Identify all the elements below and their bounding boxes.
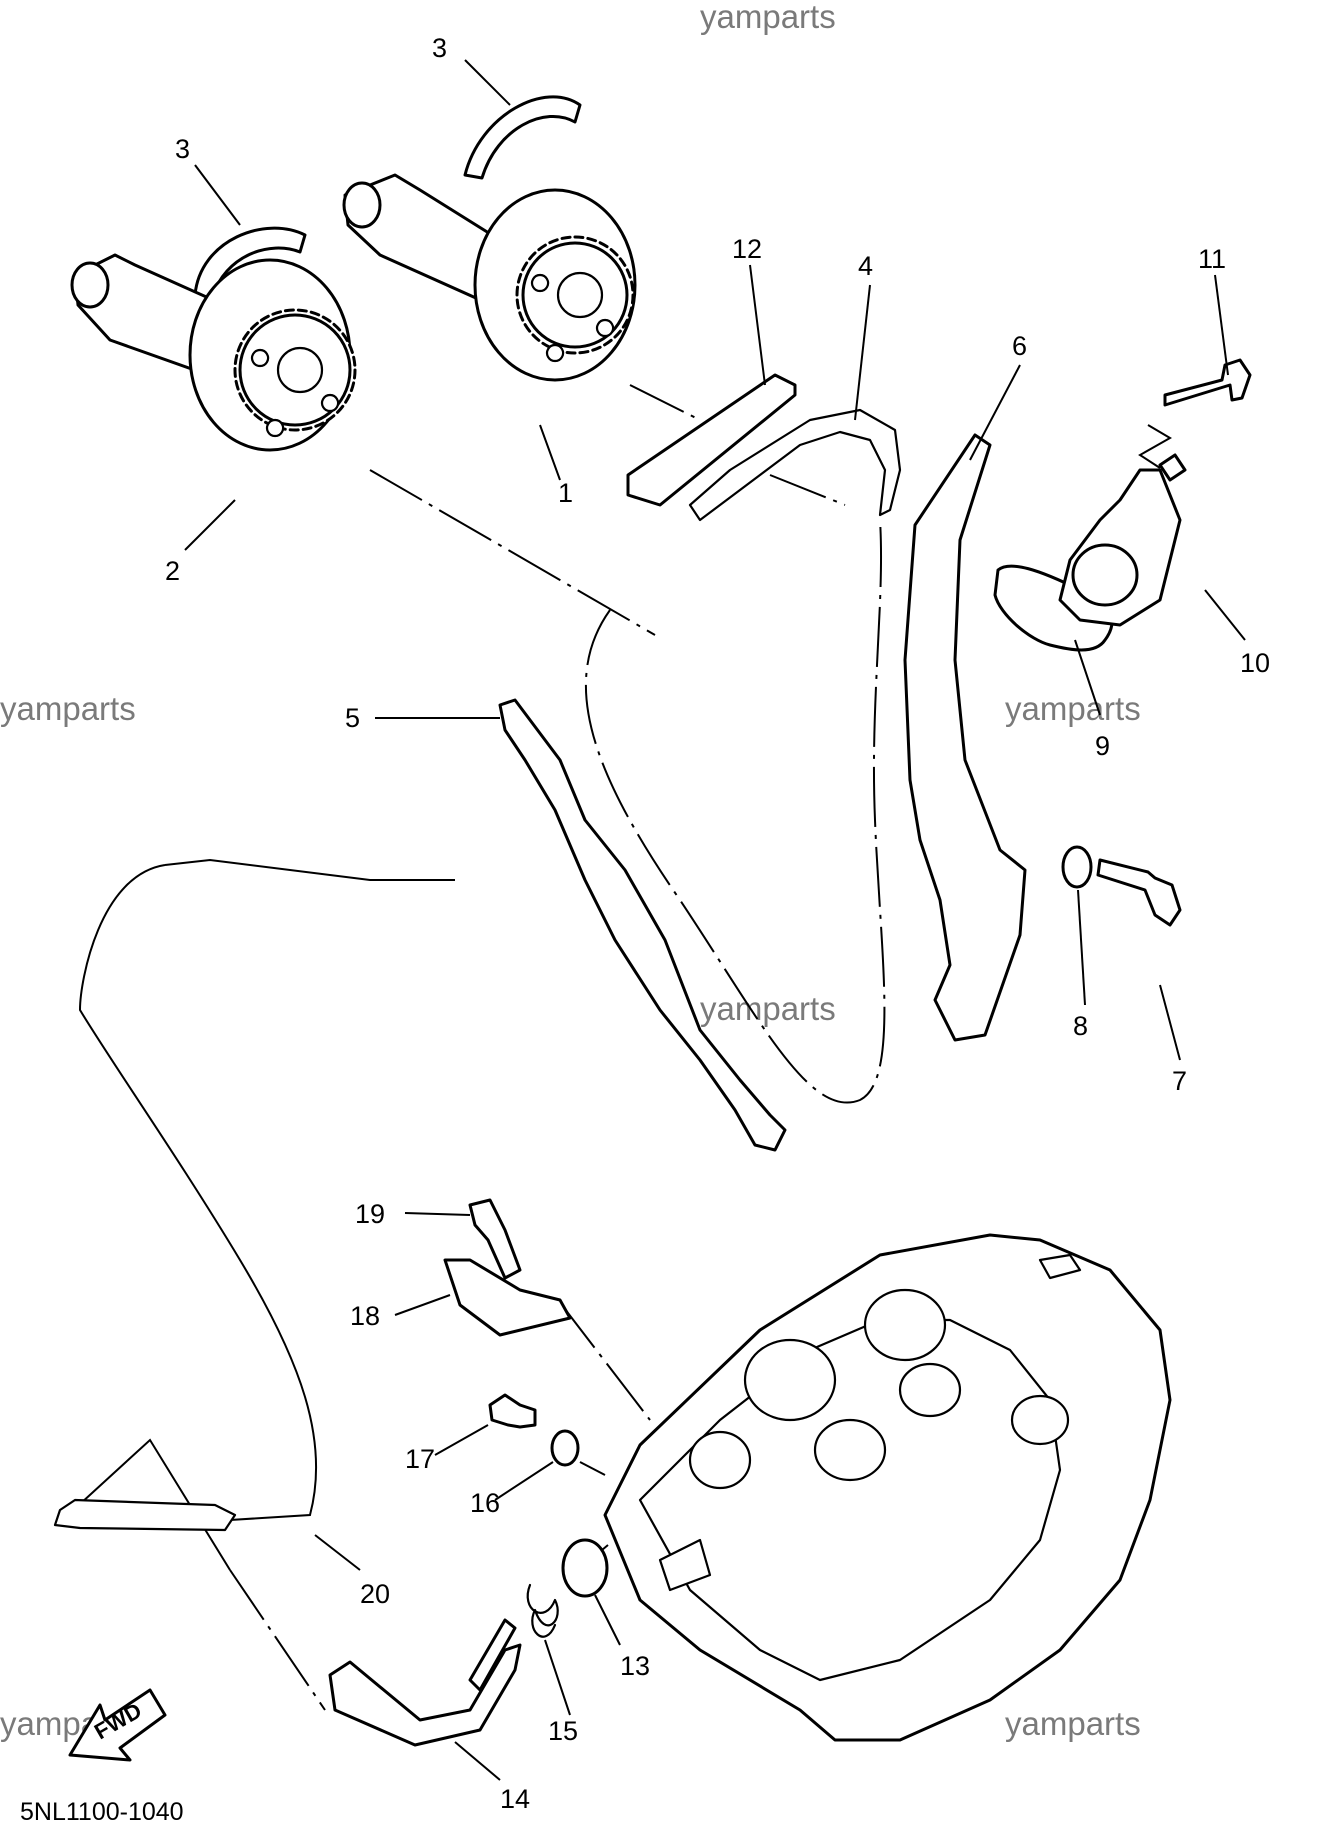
leader-line-6 bbox=[969, 364, 1021, 461]
circlip-part-3-right bbox=[463, 95, 582, 180]
cylinder-head bbox=[603, 1233, 1172, 1742]
callout-3-right: 3 bbox=[432, 33, 447, 63]
callout-20: 20 bbox=[360, 1579, 390, 1609]
leader-line-3b bbox=[194, 164, 241, 226]
cable-end-fitting bbox=[53, 1498, 237, 1532]
leader-line-10 bbox=[1204, 589, 1246, 641]
callout-3-left: 3 bbox=[175, 134, 190, 164]
leader-line-2 bbox=[184, 499, 236, 551]
guide-line-intake-cam bbox=[629, 384, 701, 421]
tensioner-guide-part-6 bbox=[903, 433, 1027, 1042]
camshaft-part-2 bbox=[70, 253, 357, 452]
timing-chain-part-4 bbox=[688, 408, 902, 522]
leader-line-15 bbox=[544, 1639, 571, 1716]
callout-5: 5 bbox=[345, 703, 360, 733]
guide-line-washer bbox=[579, 1461, 606, 1476]
cam-chain-tensioner-part-10 bbox=[1058, 453, 1187, 627]
leader-line-11 bbox=[1214, 274, 1229, 376]
guide-line-exhaust-cam bbox=[369, 469, 656, 636]
decompression-cable-part-20 bbox=[78, 864, 318, 1521]
diagram-code: 5NL1100-1040 bbox=[20, 1798, 184, 1826]
callout-10: 10 bbox=[1240, 648, 1270, 678]
callout-19: 19 bbox=[355, 1199, 385, 1229]
callout-18: 18 bbox=[350, 1301, 380, 1331]
leader-line-3a bbox=[464, 59, 511, 106]
chain-guide-part-12 bbox=[626, 373, 797, 507]
callout-15: 15 bbox=[548, 1716, 578, 1746]
leader-line-13 bbox=[594, 1594, 621, 1646]
decompression-cable-part-20-upper bbox=[164, 858, 455, 881]
callout-13: 13 bbox=[620, 1651, 650, 1681]
callout-6: 6 bbox=[1012, 331, 1027, 361]
spring-part-15 bbox=[526, 1583, 559, 1638]
cable-bracket-part-18 bbox=[443, 1258, 572, 1337]
callout-1: 1 bbox=[558, 478, 573, 508]
leader-line-7 bbox=[1159, 984, 1181, 1061]
leader-line-8 bbox=[1077, 889, 1086, 1006]
leader-line-14 bbox=[454, 1741, 501, 1781]
callout-17: 17 bbox=[405, 1444, 435, 1474]
bolt-part-7 bbox=[1096, 858, 1182, 927]
guide-line-bolt-11 bbox=[1138, 424, 1172, 469]
leader-line-19 bbox=[404, 1212, 471, 1216]
callout-16: 16 bbox=[470, 1488, 500, 1518]
leader-line-9 bbox=[1074, 639, 1101, 716]
leader-line-18 bbox=[394, 1294, 451, 1316]
leader-line-1 bbox=[539, 424, 561, 481]
watermark-top: yamparts bbox=[700, 0, 836, 35]
bolt-part-17 bbox=[488, 1393, 537, 1429]
callout-7: 7 bbox=[1172, 1066, 1187, 1096]
callout-2: 2 bbox=[165, 556, 180, 586]
callout-9: 9 bbox=[1095, 731, 1110, 761]
watermark-bottom-right: yamparts bbox=[1005, 1705, 1141, 1742]
leader-line-12 bbox=[749, 264, 766, 386]
camshaft-part-1 bbox=[342, 173, 637, 382]
gasket-part-9 bbox=[993, 564, 1114, 652]
callout-14: 14 bbox=[500, 1784, 530, 1814]
leader-line-16 bbox=[494, 1461, 554, 1501]
chain-path-outline bbox=[584, 519, 886, 1104]
callout-4: 4 bbox=[858, 251, 873, 281]
bolt-part-11 bbox=[1163, 358, 1252, 407]
callout-11: 11 bbox=[1198, 244, 1226, 274]
bolt-part-19 bbox=[468, 1198, 522, 1280]
washer-part-16 bbox=[550, 1429, 580, 1467]
forward-direction-arrow: FWD bbox=[68, 1688, 167, 1762]
chain-guide-part-5 bbox=[498, 698, 787, 1152]
decompression-shaft-part-14 bbox=[328, 1618, 522, 1747]
guide-line-chain bbox=[769, 474, 846, 506]
watermark-right: yamparts bbox=[1005, 690, 1141, 727]
watermark-left: yamparts bbox=[0, 690, 136, 727]
oil-seal-part-13 bbox=[561, 1538, 609, 1598]
callout-12: 12 bbox=[732, 234, 762, 264]
circlip-part-3-left bbox=[193, 226, 307, 300]
washer-part-8 bbox=[1061, 845, 1093, 889]
leader-line-17 bbox=[434, 1424, 489, 1456]
guide-line-cable-lever bbox=[229, 1569, 326, 1711]
leader-line-20 bbox=[314, 1534, 361, 1571]
watermark-center: yamparts bbox=[700, 990, 836, 1027]
leader-line-4 bbox=[854, 284, 871, 421]
guide-line-bracket bbox=[557, 1299, 651, 1421]
callout-8: 8 bbox=[1073, 1011, 1088, 1041]
